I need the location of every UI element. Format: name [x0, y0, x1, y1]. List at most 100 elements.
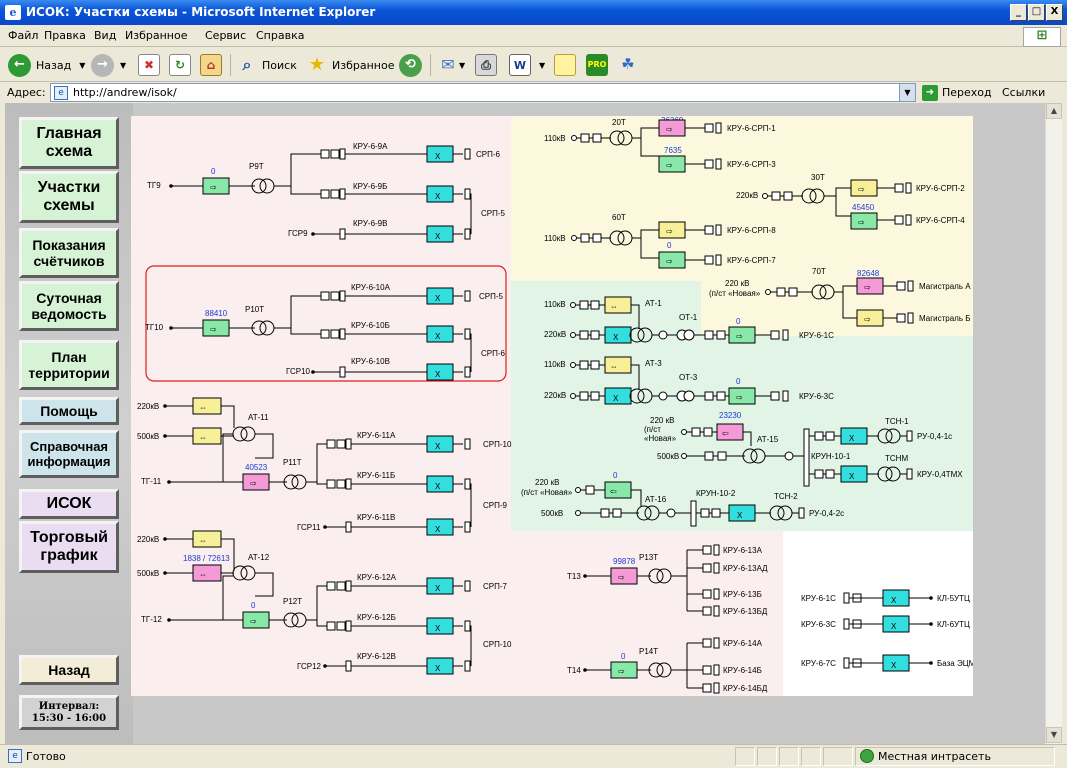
breaker-x-icon: X	[435, 525, 441, 534]
meter-value: 23230	[719, 411, 742, 420]
breaker-x-icon: X	[435, 482, 441, 491]
mail-dropdown-icon[interactable]: ▼	[459, 60, 466, 70]
busbar	[803, 428, 810, 487]
refresh-button[interactable]: ↻	[169, 52, 191, 78]
pro-button[interactable]: PRO	[586, 52, 608, 78]
nav-sections[interactable]: Участки схемы	[19, 171, 119, 223]
nav-daily-report[interactable]: Суточная ведомость	[19, 281, 119, 331]
meter-magenta[interactable]	[192, 564, 222, 582]
feeder-label: КРУ-6-12Б	[357, 613, 396, 622]
minimize-button[interactable]: _	[1010, 4, 1027, 21]
forward-button[interactable]: →▼	[91, 52, 126, 78]
back-button[interactable]: ←Назад▼	[8, 52, 85, 78]
arrow-right-icon: ⇨	[736, 332, 743, 341]
meter-yellow[interactable]	[604, 356, 632, 374]
cable-to-label: КЛ-6УТЦ	[937, 620, 970, 629]
autotransformer-label: АТ-12	[248, 553, 270, 562]
feeder-label: КРУ-6-СРП-3	[727, 160, 776, 169]
breaker-cyan[interactable]	[604, 326, 632, 344]
transformer-coil	[283, 474, 299, 490]
nav-trade-schedule[interactable]: Торговый график	[19, 521, 119, 573]
menu-edit[interactable]: Правка	[44, 29, 86, 42]
messenger-button[interactable]: ☘	[617, 52, 639, 78]
forward-dropdown-icon[interactable]: ▼	[120, 60, 127, 70]
menu-favorites[interactable]: Избранное	[125, 29, 188, 42]
breaker-cyan[interactable]	[604, 387, 632, 405]
meter-yellow[interactable]	[604, 296, 632, 314]
menu-tools[interactable]: Сервис	[205, 29, 247, 42]
menu-help[interactable]: Справка	[256, 29, 305, 42]
forward-arrow-icon: →	[91, 53, 114, 77]
source-label: Т14	[567, 666, 581, 675]
breaker-x-icon: X	[435, 584, 441, 593]
cable-to-label: КЛ-5УТЦ	[937, 594, 970, 603]
voltage-label: 220 кВ	[725, 279, 749, 288]
maximize-button[interactable]: □	[1028, 4, 1045, 21]
mail-button[interactable]: ✉▼	[437, 52, 465, 78]
scroll-down-icon[interactable]: ▼	[1046, 727, 1062, 743]
meter-green[interactable]	[604, 481, 632, 499]
menu-view[interactable]: Вид	[94, 29, 117, 42]
breaker-x-icon: X	[849, 434, 855, 443]
voltage-label: 220кВ	[736, 191, 758, 200]
feeder-label: КРУ-6-9В	[353, 219, 387, 228]
history-icon: ⟲	[399, 53, 422, 77]
feeder-label: КРУ-0,4ТМХ	[917, 470, 963, 479]
nav-meter-readings[interactable]: Показания счётчиков	[19, 228, 119, 278]
voltage-label: 220кВ	[137, 535, 159, 544]
stop-button[interactable]: ✖	[138, 52, 160, 78]
favorites-button[interactable]: ★Избранное	[306, 52, 395, 78]
breaker-x-icon: X	[613, 333, 619, 342]
nav-panel: Главная схема Участки схемы Показания сч…	[5, 103, 133, 744]
meter-green[interactable]	[850, 212, 878, 230]
transformer-label: Р13Т	[639, 553, 658, 562]
arrow-right-icon: ⇨	[250, 479, 257, 488]
meter-magenta[interactable]	[716, 423, 744, 441]
srp-label: СРП-10	[483, 440, 512, 449]
nav-help[interactable]: Помощь	[19, 397, 119, 425]
feeder-label: КРУ-6-14Б	[723, 666, 762, 675]
voltage-label: 220кВ	[137, 402, 159, 411]
feeder-label: РУ-0,4-1с	[917, 432, 952, 441]
feeder-label: КРУ-6-СРП-4	[916, 216, 965, 225]
cable-lines: КРУ-6-1С X КЛ-5УТЦ КРУ-6-3С X КЛ-6УТЦ КР…	[801, 589, 973, 672]
meter-yellow[interactable]	[192, 530, 222, 548]
discuss-button[interactable]	[554, 52, 576, 78]
meter-yellow[interactable]	[192, 397, 222, 415]
voltage-label: 500кВ	[657, 452, 679, 461]
meter-yellow[interactable]	[192, 427, 222, 445]
links-button[interactable]: Ссылки	[1002, 86, 1046, 99]
edit-dropdown-icon[interactable]: ▼	[539, 60, 546, 70]
nav-territory-plan[interactable]: План территории	[19, 340, 119, 390]
print-button[interactable]: ⎙	[475, 52, 497, 78]
nav-back[interactable]: Назад	[19, 655, 119, 685]
address-input[interactable]: e http://andrew/isok/ ▼	[50, 83, 916, 102]
meter-value: 0	[736, 377, 741, 386]
source-label: ТГ9	[147, 181, 161, 190]
srp-label: СРП-9	[483, 501, 508, 510]
home-button[interactable]: ⌂	[200, 52, 222, 78]
tsn-label: ТСНМ	[885, 454, 908, 463]
menu-file[interactable]: Файл	[8, 29, 39, 42]
pro-icon: PRO	[586, 54, 608, 76]
address-dropdown-icon[interactable]: ▼	[899, 84, 915, 101]
srp-label: СРП-5	[479, 292, 504, 301]
back-dropdown-icon[interactable]: ▼	[79, 60, 86, 70]
section-14: Т14 0 ⇨ Р14Т КРУ-6-14А КРУ-6-14Б КРУ-6-1…	[567, 637, 768, 694]
close-button[interactable]: X	[1046, 4, 1063, 21]
history-button[interactable]: ⟲	[399, 52, 422, 78]
bidirectional-arrow-icon: ⇔	[199, 570, 207, 579]
nav-reference[interactable]: Справочная информация	[19, 430, 119, 478]
breaker-x-icon: X	[435, 152, 441, 161]
search-button[interactable]: ⌕Поиск	[236, 52, 297, 78]
nav-main-scheme[interactable]: Главная схема	[19, 117, 119, 169]
breaker-x-icon: X	[891, 661, 897, 670]
edit-button[interactable]: W▼	[509, 52, 545, 78]
vertical-scrollbar[interactable]: ▲ ▼	[1045, 103, 1062, 744]
scroll-up-icon[interactable]: ▲	[1046, 103, 1062, 119]
go-button[interactable]: ➜Переход	[922, 83, 992, 102]
menu-bar: Файл Правка Вид Избранное Сервис Справка	[0, 25, 1067, 47]
nav-isok[interactable]: ИСОК	[19, 489, 119, 519]
autotransformer-label: АТ-1	[645, 299, 662, 308]
srp-label: СРП-5	[481, 209, 506, 218]
